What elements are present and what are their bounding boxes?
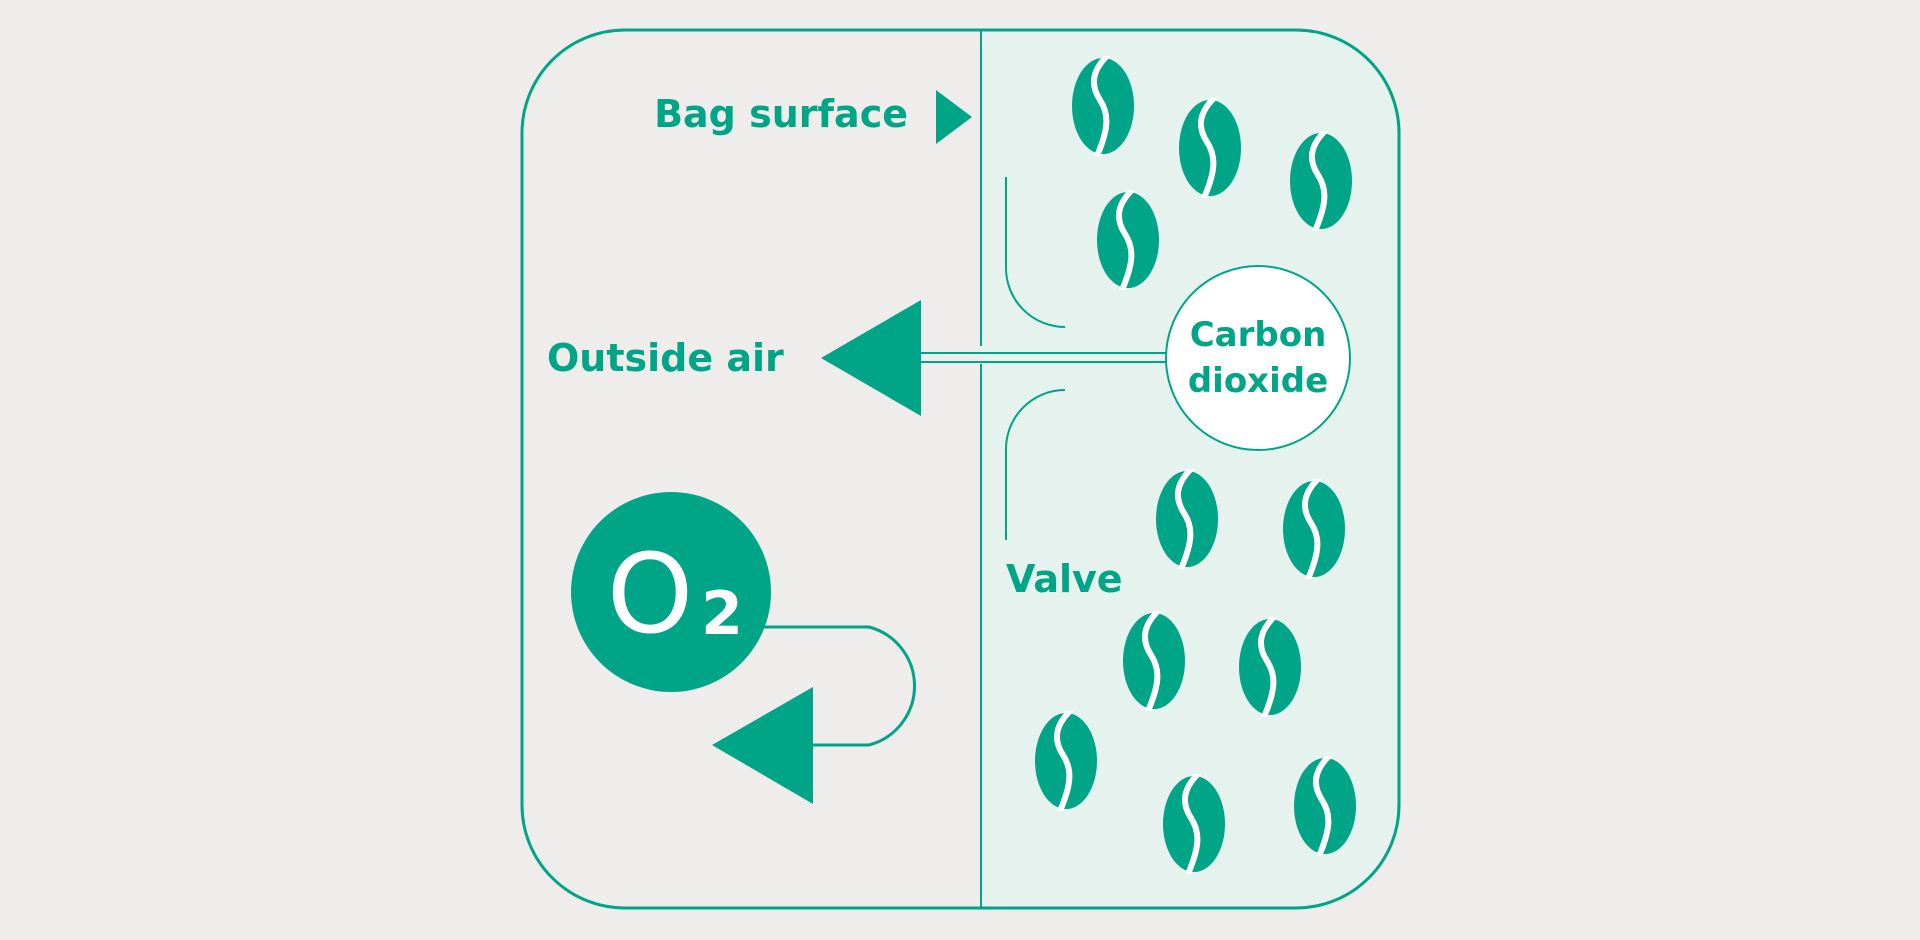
valve-lower-flap (1005, 389, 1066, 540)
bag-surface-pointer-icon (936, 90, 972, 144)
outside-air-label: Outside air (547, 336, 784, 380)
oxygen-symbol: O (607, 530, 694, 658)
carbon-dioxide-bubble (1165, 265, 1351, 451)
valve-upper-flap (1005, 177, 1066, 328)
oxygen-subscript: 2 (701, 579, 743, 649)
bag-frame (520, 28, 1401, 910)
valve-label: Valve (1006, 557, 1123, 601)
oxygen-return-path (764, 625, 916, 747)
oxygen-return-arrow-icon (712, 687, 813, 804)
carbon-dioxide-label-line2: dioxide (1188, 361, 1328, 401)
carbon-dioxide-label-line1: Carbon (1190, 315, 1327, 355)
oxygen-circle (571, 492, 771, 692)
outward-arrow-icon (821, 300, 921, 416)
bag-surface-label: Bag surface (654, 92, 908, 136)
